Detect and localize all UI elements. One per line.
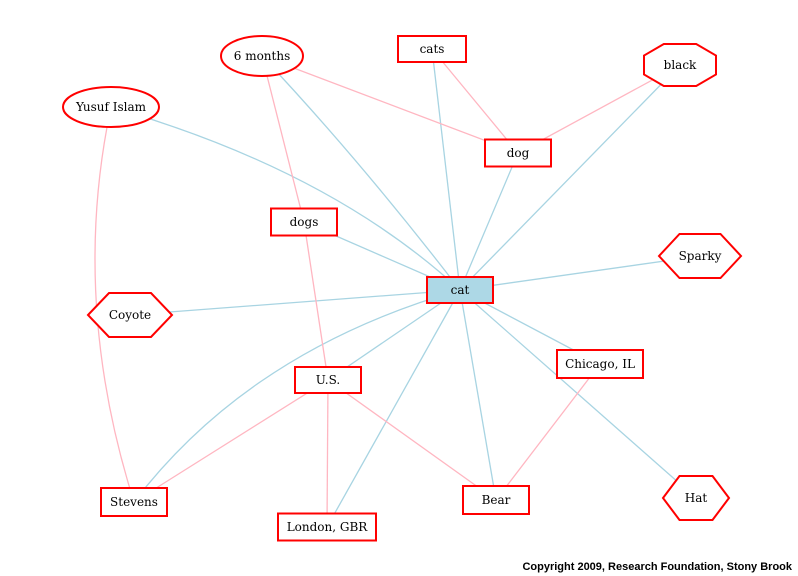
edge-six_months-dogs — [261, 55, 305, 223]
node-hat[interactable]: Hat — [661, 475, 731, 521]
edge-us-cat — [327, 289, 461, 381]
node-label: Sparky — [679, 249, 722, 263]
node-shape — [556, 349, 644, 379]
node-label: Hat — [685, 491, 708, 505]
edge-cats-dog — [431, 48, 519, 154]
node-label: London, GBR — [287, 520, 369, 534]
edge-sparky-cat — [459, 255, 701, 291]
node-label: 6 months — [234, 49, 291, 63]
node-label: Stevens — [110, 495, 158, 509]
node-shape — [397, 35, 467, 63]
node-shape — [426, 276, 494, 304]
node-shape — [661, 475, 731, 521]
node-label: Yusuf Islam — [75, 100, 147, 114]
node-cat[interactable]: cat — [426, 276, 494, 304]
node-chicago[interactable]: Chicago, IL — [556, 349, 644, 379]
node-label: U.S. — [316, 373, 340, 387]
edge-hat-cat — [459, 289, 697, 499]
node-shape — [100, 487, 168, 517]
node-sparky[interactable]: Sparky — [657, 233, 743, 279]
node-label: black — [664, 58, 697, 72]
node-coyote[interactable]: Coyote — [86, 292, 174, 338]
node-six-months[interactable]: 6 months — [220, 35, 304, 77]
node-dog[interactable]: dog — [484, 138, 552, 168]
node-label: Chicago, IL — [565, 357, 635, 371]
edge-six_months-cat — [261, 55, 461, 291]
node-label: dog — [507, 146, 530, 160]
node-dogs[interactable]: dogs — [270, 207, 338, 237]
node-black[interactable]: black — [643, 43, 717, 87]
node-cats[interactable]: cats — [397, 35, 467, 63]
node-shape — [270, 207, 338, 237]
edge-coyote-cat — [129, 289, 461, 316]
node-label: dogs — [290, 215, 319, 229]
edge-us-london — [326, 379, 329, 528]
node-label: Coyote — [109, 308, 151, 322]
node-shape — [657, 233, 743, 279]
edge-yusuf-stevens — [94, 106, 135, 503]
node-london[interactable]: London, GBR — [277, 512, 377, 542]
node-bear[interactable]: Bear — [462, 485, 530, 515]
node-shape — [220, 35, 304, 77]
edge-bear-cat — [459, 289, 497, 501]
node-shape — [643, 43, 717, 87]
edge-stevens-cat — [133, 289, 461, 503]
edge-black-cat — [459, 64, 681, 291]
edge-us-bear — [327, 379, 497, 501]
edge-six_months-dog — [261, 55, 519, 154]
edge-yusuf-cat — [110, 106, 461, 291]
node-shape — [86, 292, 174, 338]
copyright-notice: Copyright 2009, Research Foundation, Sto… — [522, 561, 792, 573]
node-shape — [484, 138, 552, 168]
edge-dog-cat — [459, 152, 519, 291]
node-yusuf[interactable]: Yusuf Islam — [62, 86, 160, 128]
node-label: cat — [451, 283, 470, 297]
node-shape — [294, 366, 362, 394]
node-shape — [462, 485, 530, 515]
edge-cats-cat — [431, 48, 461, 291]
node-shape — [62, 86, 160, 128]
edge-us-stevens — [133, 379, 329, 503]
edge-chicago-bear — [495, 363, 601, 501]
node-label: Bear — [482, 493, 511, 507]
node-stevens[interactable]: Stevens — [100, 487, 168, 517]
node-shape — [277, 512, 377, 542]
edge-dogs-us — [303, 221, 329, 381]
node-us[interactable]: U.S. — [294, 366, 362, 394]
edge-london-cat — [326, 289, 461, 528]
node-label: cats — [420, 42, 445, 56]
